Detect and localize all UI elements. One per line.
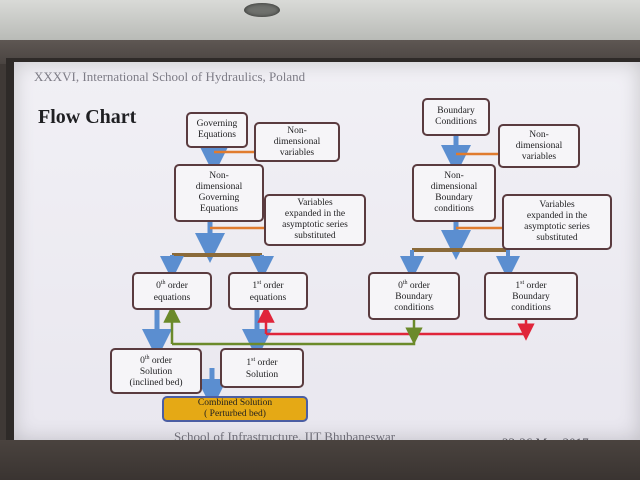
- box-text: order: [407, 281, 430, 292]
- box-variables-expanded-left: Variables expanded in the asymptotic ser…: [264, 194, 366, 246]
- green-arrow-zero-order-bc: [163, 305, 423, 346]
- box-text: dimensional: [430, 182, 478, 192]
- connector-layer: [142, 134, 535, 409]
- box-text: (inclined bed): [129, 378, 183, 389]
- box-first-order-boundary-conditions: 1st order Boundary conditions: [484, 272, 578, 320]
- box-zeroth-order-boundary-conditions: 0th order Boundary conditions: [368, 272, 460, 320]
- box-text: expanded in the: [284, 209, 346, 219]
- box-text: Boundary: [395, 292, 433, 303]
- left-split: [160, 253, 274, 280]
- box-zeroth-order-solution: 0th order Solution (inclined bed): [110, 348, 202, 394]
- box-text: order: [255, 358, 278, 369]
- order-superscript: st: [520, 279, 525, 286]
- box-text: order: [524, 281, 547, 292]
- box-text: dimensional: [273, 136, 321, 147]
- box-text: asymptotic series: [524, 222, 590, 232]
- box-text: Combined Solution: [197, 398, 273, 408]
- slide: XXXVI, International School of Hydraulic…: [14, 62, 640, 450]
- slide-title: Flow Chart: [38, 106, 137, 128]
- ceiling-lamp: [244, 3, 280, 17]
- order-number: 1: [252, 281, 258, 292]
- right-orange-connectors: [456, 152, 502, 230]
- box-text: substituted: [536, 233, 578, 243]
- box-text: equations: [153, 292, 191, 303]
- solution-arrows: [142, 308, 272, 409]
- box-first-order-equations: 1st order equations: [228, 272, 308, 310]
- box-zeroth-order-equations: 0th order equations: [132, 272, 212, 310]
- box-text: Boundary: [437, 106, 475, 116]
- box-text: Governing: [198, 193, 240, 203]
- box-text: substituted: [294, 231, 336, 241]
- box-text: Boundary: [512, 292, 550, 303]
- left-orange-connectors: [210, 150, 264, 230]
- slide-header: XXXVI, International School of Hydraulic…: [34, 69, 306, 84]
- box-variables-expanded-right: Variables expanded in the asymptotic ser…: [502, 194, 612, 250]
- box-text: conditions: [394, 303, 434, 314]
- order-superscript: th: [402, 279, 408, 286]
- order-number: 0: [398, 281, 403, 292]
- box-governing-equations: Governing Equations: [186, 112, 248, 148]
- box-text: order: [149, 356, 172, 367]
- box-text: asymptotic series: [282, 220, 348, 230]
- box-text: order: [261, 281, 284, 292]
- box-text: Variables: [297, 198, 333, 208]
- box-text: variables: [521, 151, 557, 162]
- box-text: Non-: [529, 129, 549, 140]
- floor: [0, 440, 640, 480]
- ceiling: [0, 0, 640, 40]
- red-arrow-first-order-bc: [257, 305, 535, 341]
- order-number: 0: [140, 356, 145, 367]
- box-text: conditions: [511, 303, 551, 314]
- order-number: 0: [156, 281, 161, 292]
- box-text: Equations: [199, 204, 238, 214]
- box-text: Non-: [444, 171, 464, 181]
- order-superscript: th: [160, 280, 166, 287]
- box-text: Boundary: [435, 193, 473, 203]
- box-text: Non-: [287, 125, 307, 136]
- box-text: Conditions: [435, 117, 477, 127]
- box-text: Variables: [539, 200, 575, 210]
- box-text: dimensional: [515, 140, 563, 151]
- box-text: Solution: [139, 367, 173, 378]
- box-text: ( Perturbed bed): [204, 409, 266, 419]
- order-superscript: st: [257, 280, 262, 287]
- right-split: [400, 248, 520, 280]
- box-text: Solution: [245, 369, 279, 380]
- order-number: 1: [515, 281, 521, 292]
- box-text: conditions: [434, 204, 474, 214]
- box-nondimensional-variables-right: Non- dimensional variables: [498, 124, 580, 168]
- box-nondimensional-governing-equations: Non- dimensional Governing Equations: [174, 164, 264, 222]
- box-nondimensional-variables-left: Non- dimensional variables: [254, 122, 340, 162]
- box-boundary-conditions: Boundary Conditions: [422, 98, 490, 136]
- box-text: variables: [279, 147, 315, 158]
- box-text: order: [165, 281, 188, 292]
- box-text: equations: [249, 292, 287, 303]
- box-text: Non-: [209, 171, 229, 181]
- box-text: dimensional: [195, 182, 243, 192]
- box-combined-solution: Combined Solution ( Perturbed bed): [162, 396, 308, 422]
- box-nondimensional-boundary-conditions: Non- dimensional Boundary conditions: [412, 164, 496, 222]
- box-first-order-solution: 1st order Solution: [220, 348, 304, 388]
- order-superscript: th: [144, 354, 150, 361]
- box-text: Equations: [197, 130, 236, 140]
- order-number: 1: [246, 358, 252, 369]
- order-superscript: st: [251, 357, 256, 364]
- box-text: Governing: [196, 119, 238, 129]
- box-text: expanded in the: [526, 211, 588, 221]
